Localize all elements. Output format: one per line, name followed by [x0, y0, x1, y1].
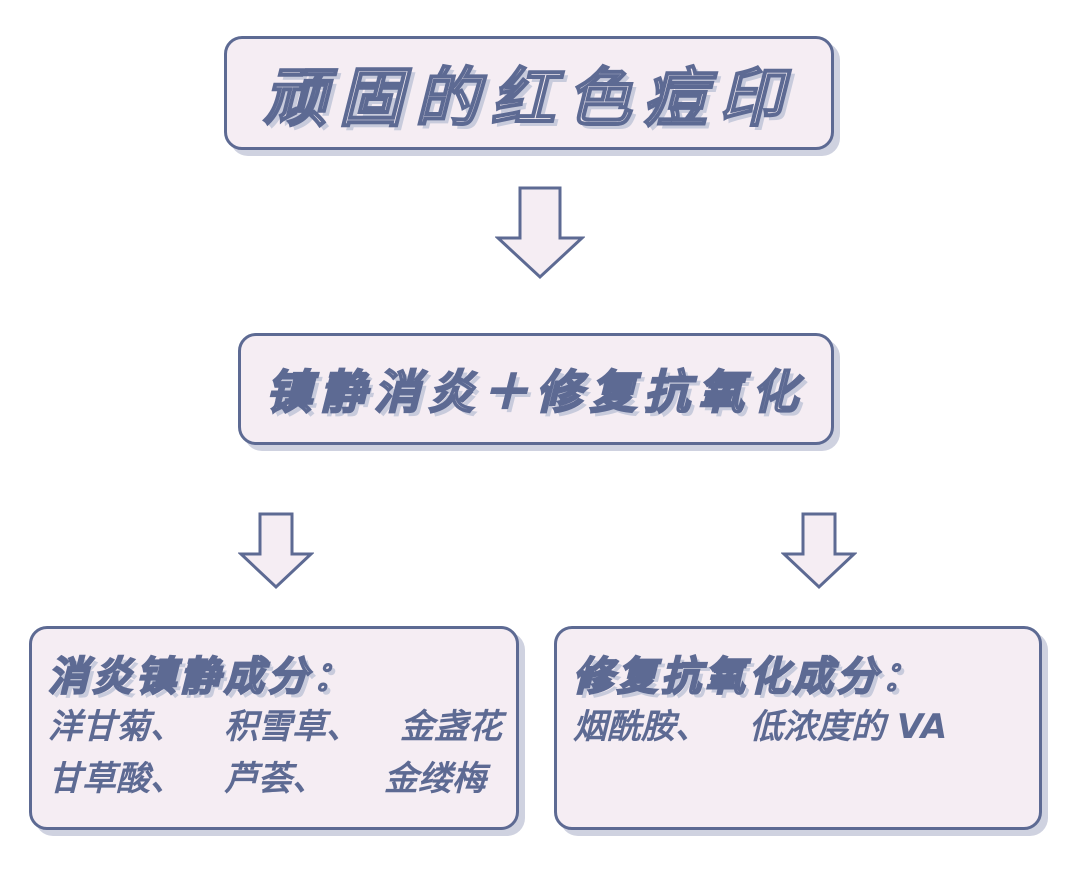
- ingredient: 低浓度的 VA: [749, 707, 948, 747]
- middle-box: 镇静消炎＋修复抗氧化: [238, 333, 834, 445]
- ingredient: 金盏花: [400, 707, 502, 747]
- ingredient: 烟酰胺、: [573, 707, 709, 747]
- ingredient: 金缕梅: [384, 759, 486, 799]
- left-box-heading: 消炎镇静成分：: [47, 653, 356, 701]
- ingredient: 芦荟、: [224, 759, 326, 799]
- top-box-title: 顽固的红色痘印: [262, 61, 795, 137]
- left-box-line-2: 甘草酸、芦荟、 金缕梅: [48, 753, 516, 805]
- right-box-heading: 修复抗氧化成分：: [572, 653, 925, 701]
- ingredient: 积雪草、: [224, 707, 360, 747]
- down-arrow-icon: [495, 186, 585, 280]
- down-arrow-icon: [238, 512, 314, 590]
- left-box: 消炎镇静成分： 洋甘菊、积雪草、金盏花 甘草酸、芦荟、 金缕梅: [29, 626, 519, 830]
- right-box-line-1: 烟酰胺、低浓度的 VA: [573, 701, 1039, 753]
- right-box: 修复抗氧化成分： 烟酰胺、低浓度的 VA: [554, 626, 1042, 830]
- top-box: 顽固的红色痘印: [224, 36, 834, 150]
- down-arrow-icon: [781, 512, 857, 590]
- ingredient: 甘草酸、: [48, 759, 184, 799]
- ingredient: 洋甘菊、: [48, 707, 184, 747]
- left-box-line-1: 洋甘菊、积雪草、金盏花: [48, 701, 516, 753]
- middle-box-title: 镇静消炎＋修复抗氧化: [265, 364, 806, 420]
